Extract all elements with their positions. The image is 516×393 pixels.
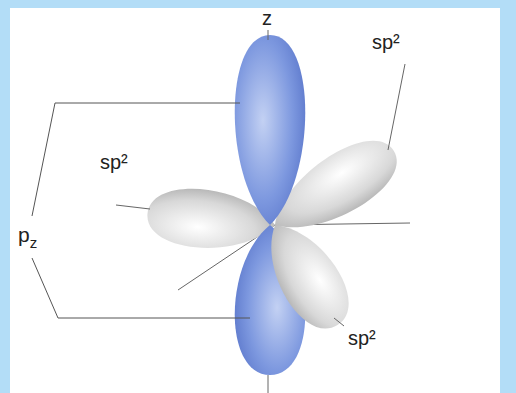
orbital-label: sp²: [372, 32, 400, 52]
axis-line: [388, 64, 405, 150]
orbital-label: sp²: [348, 328, 376, 348]
orbital-label: pz: [18, 224, 37, 250]
axis-line: [268, 30, 269, 40]
panel: [10, 8, 500, 393]
axis-line: [116, 205, 150, 209]
bracket: [32, 103, 240, 216]
sp2-lobe: [250, 209, 362, 340]
orbital-label: sp²: [100, 152, 128, 172]
axis-line: [334, 318, 344, 326]
axis-line: [268, 375, 269, 393]
axis-label: z: [262, 8, 272, 28]
pz-lobe: [235, 35, 306, 225]
bracket: [32, 258, 250, 318]
